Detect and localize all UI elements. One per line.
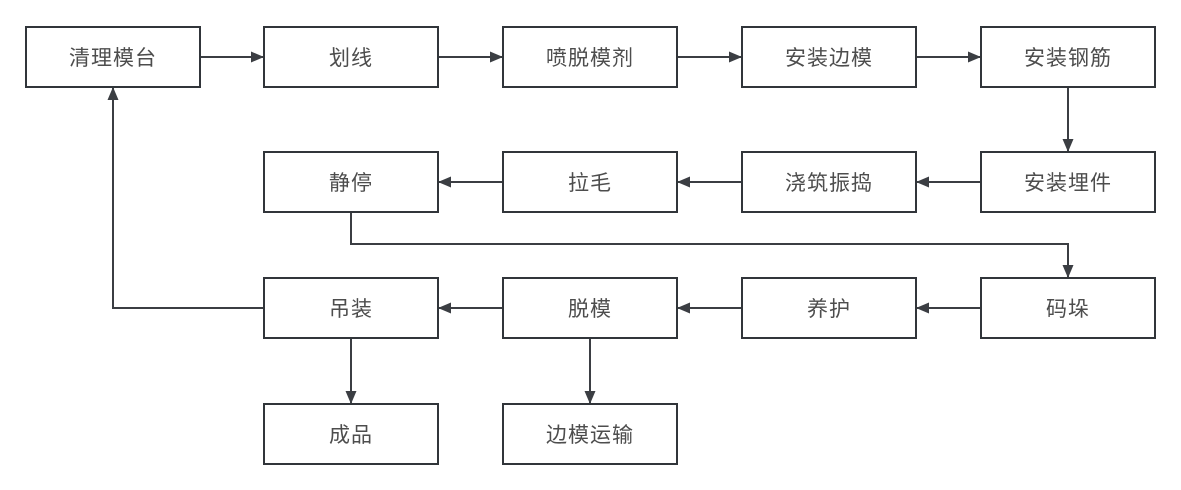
node-label: 码垛 (1046, 298, 1090, 321)
node-label: 拉毛 (568, 172, 612, 195)
node-pour-and-vibrate: 浇筑振捣 (741, 151, 917, 213)
node-surface-roughening: 拉毛 (502, 151, 678, 213)
node-install-side-molds: 安装边模 (741, 26, 917, 88)
node-install-rebar: 安装钢筋 (980, 26, 1156, 88)
node-label: 安装钢筋 (1024, 47, 1112, 70)
node-demolding: 脱模 (502, 277, 678, 339)
node-label: 划线 (329, 47, 373, 70)
node-hoisting: 吊装 (263, 277, 439, 339)
node-static-rest: 静停 (263, 151, 439, 213)
node-label: 清理模台 (69, 47, 157, 70)
node-label: 养护 (807, 298, 851, 321)
node-stacking: 码垛 (980, 277, 1156, 339)
node-marking-lines: 划线 (263, 26, 439, 88)
node-curing: 养护 (741, 277, 917, 339)
node-label: 边模运输 (546, 424, 634, 447)
node-finished-product: 成品 (263, 403, 439, 465)
node-label: 吊装 (329, 298, 373, 321)
edge-group (107, 51, 1074, 404)
node-install-embedded-parts: 安装埋件 (980, 151, 1156, 213)
edge-static-rest-to-stacking (350, 213, 1074, 278)
edge-hoisting-to-clean-mold-table (107, 87, 263, 309)
node-clean-mold-table: 清理模台 (25, 26, 201, 88)
node-label: 浇筑振捣 (785, 172, 873, 195)
node-label: 成品 (329, 424, 373, 447)
node-side-mold-transport: 边模运输 (502, 403, 678, 465)
node-label: 喷脱模剂 (546, 47, 634, 70)
node-label: 安装埋件 (1024, 172, 1112, 195)
node-label: 脱模 (568, 298, 612, 321)
node-spray-release-agent: 喷脱模剂 (502, 26, 678, 88)
node-label: 静停 (329, 172, 373, 195)
node-label: 安装边模 (785, 47, 873, 70)
